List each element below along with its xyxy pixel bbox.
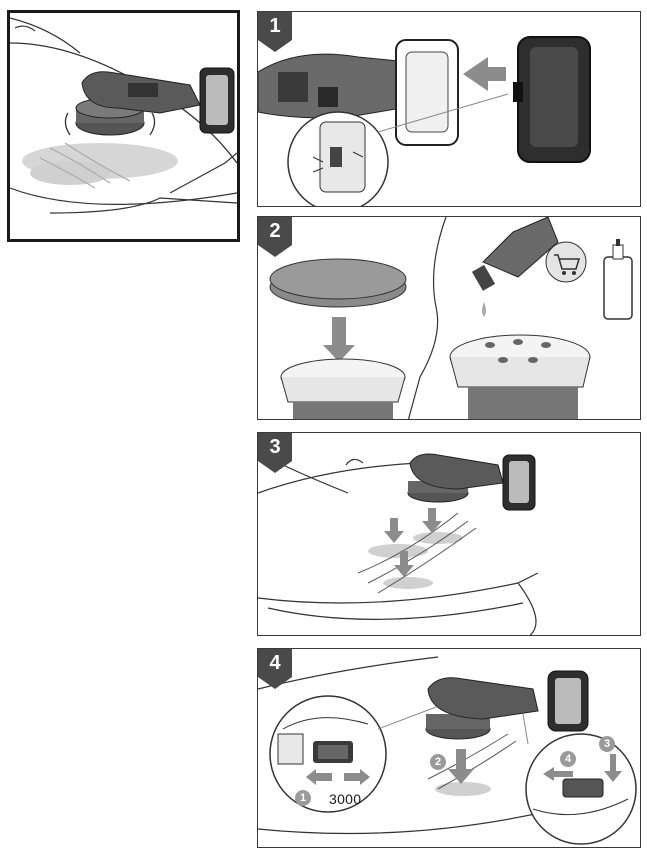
speed-and-trigger-drawing — [258, 656, 637, 845]
step-2-panel: 2 — [257, 216, 641, 420]
step-3-panel: 3 — [257, 432, 641, 636]
step-4-panel: 4 3000 1 2 3 4 — [257, 648, 641, 848]
callout-1: 1 — [295, 790, 311, 806]
pad-attach-and-polish-drawing — [269, 217, 633, 419]
battery-insert-arrow-icon — [463, 57, 506, 91]
step-1-number: 1 — [269, 15, 281, 37]
apply-polish-drawing — [258, 452, 539, 635]
polish-bottle-icon — [603, 256, 633, 320]
callout-2: 2 — [430, 754, 446, 770]
callout-4: 4 — [560, 751, 576, 767]
polisher-on-car-hood-drawing — [10, 17, 237, 214]
overview-illustration — [7, 10, 240, 242]
down-arrow-icon — [323, 317, 355, 362]
step-1-panel: 1 — [257, 11, 641, 207]
speed-setting-label: 3000 — [329, 791, 362, 807]
step-3-number: 3 — [269, 436, 281, 458]
step-2-number: 2 — [269, 220, 281, 242]
callout-3: 3 — [599, 736, 615, 752]
step-4-number: 4 — [269, 652, 281, 674]
battery-insert-drawing — [258, 36, 591, 206]
shopping-cart-icon — [545, 241, 587, 283]
